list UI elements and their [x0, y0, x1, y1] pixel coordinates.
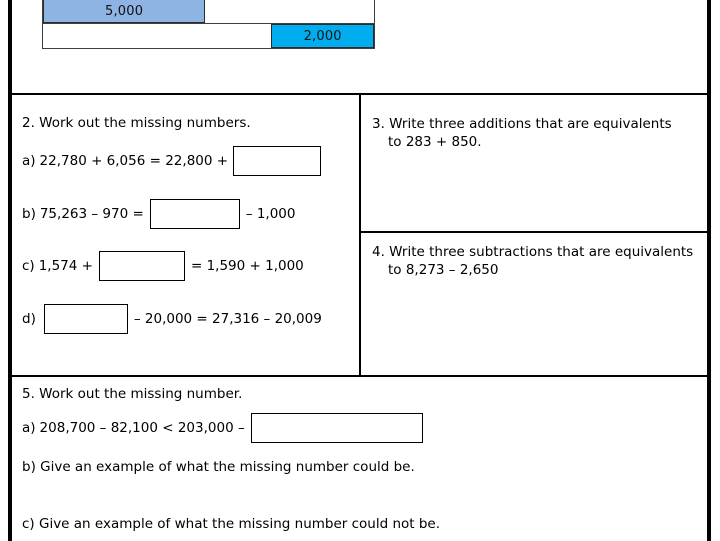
answer-box-2b[interactable]: [149, 199, 240, 229]
answer-box-2a[interactable]: [233, 146, 322, 176]
question-5-title: 5. Work out the missing number.: [22, 386, 243, 402]
question-4-title: 4. Write three subtractions that are equ…: [372, 243, 697, 279]
part-c-expression-after: = 1,590 + 1,000: [190, 258, 304, 274]
question-5-part-b: b) Give an example of what the missing n…: [22, 459, 415, 475]
part-a-expression: 22,780 + 6,056 = 22,800 +: [39, 153, 229, 169]
question-2-part-b: b) 75,263 – 970 = – 1,000: [22, 199, 296, 229]
part-b-expression-before: 75,263 – 970 =: [39, 206, 144, 222]
part-5a-expression: 208,700 – 82,100 < 203,000 –: [39, 420, 245, 436]
part-label-a: a): [22, 153, 36, 169]
part-label-5a: a): [22, 420, 36, 436]
answer-box-2d[interactable]: [43, 304, 128, 334]
part-c-expression-before: 1,574 +: [38, 258, 93, 274]
bar-model-diagram: 1,590 5,000 2,000: [12, 0, 707, 93]
bar-model-row: 5,000: [42, 0, 375, 24]
part-label-b: b): [22, 206, 36, 222]
part-d-expression-after: – 20,000 = 27,316 – 20,009: [133, 311, 322, 327]
part-label-d: d): [22, 311, 36, 327]
answer-box-2c[interactable]: [98, 251, 185, 281]
question-5-part-a: a) 208,700 – 82,100 < 203,000 –: [22, 413, 423, 443]
part-label-c: c): [22, 258, 35, 274]
question-2-part-a: a) 22,780 + 6,056 = 22,800 +: [22, 146, 322, 176]
question-5-part-c: c) Give an example of what the missing n…: [22, 516, 441, 532]
bar-model-stack: 1,590 5,000 2,000: [42, 0, 375, 49]
page-border-right: [707, 0, 711, 541]
question-3-title: 3. Write three additions that are equiva…: [372, 115, 697, 151]
answer-box-5a[interactable]: [250, 413, 423, 443]
question-3-line1: 3. Write three additions that are equiva…: [372, 116, 672, 132]
question-2-title: 2. Work out the missing numbers.: [22, 115, 251, 131]
question-3-line2: to 283 + 850.: [388, 134, 482, 151]
divider-vertical-middle: [359, 93, 361, 375]
divider-horizontal-bottom: [10, 375, 709, 377]
bar-segment-blue: 5,000: [43, 0, 206, 23]
bar-segment-cyan: 2,000: [271, 24, 374, 48]
question-2-part-c: c) 1,574 + = 1,590 + 1,000: [22, 251, 304, 281]
page-border-left: [8, 0, 12, 541]
part-b-expression-after: – 1,000: [245, 206, 296, 222]
question-2-part-d: d) – 20,000 = 27,316 – 20,009: [22, 304, 322, 334]
question-4-line2: to 8,273 – 2,650: [388, 262, 499, 279]
bar-model-row: 2,000: [42, 23, 375, 49]
question-4-line1: 4. Write three subtractions that are equ…: [372, 244, 694, 260]
divider-q3-q4: [359, 231, 709, 233]
